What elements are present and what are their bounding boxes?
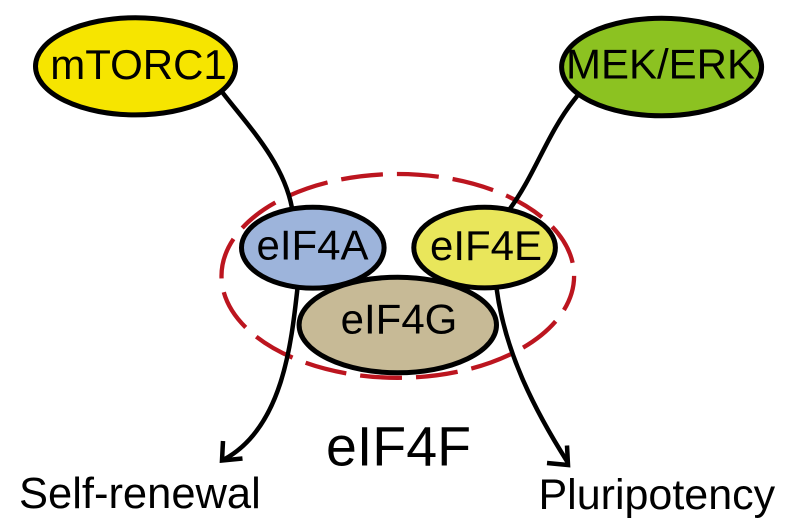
svg-text:eIF4G: eIF4G: [341, 296, 458, 343]
svg-text:eIF4F: eIF4F: [326, 416, 471, 478]
svg-text:Pluripotency: Pluripotency: [539, 471, 776, 519]
svg-text:mTORC1: mTORC1: [50, 41, 227, 88]
svg-text:MEK/ERK: MEK/ERK: [566, 41, 755, 88]
svg-text:Self-renewal: Self-renewal: [19, 470, 261, 518]
svg-text:eIF4A: eIF4A: [256, 222, 368, 269]
svg-text:eIF4E: eIF4E: [430, 222, 542, 269]
